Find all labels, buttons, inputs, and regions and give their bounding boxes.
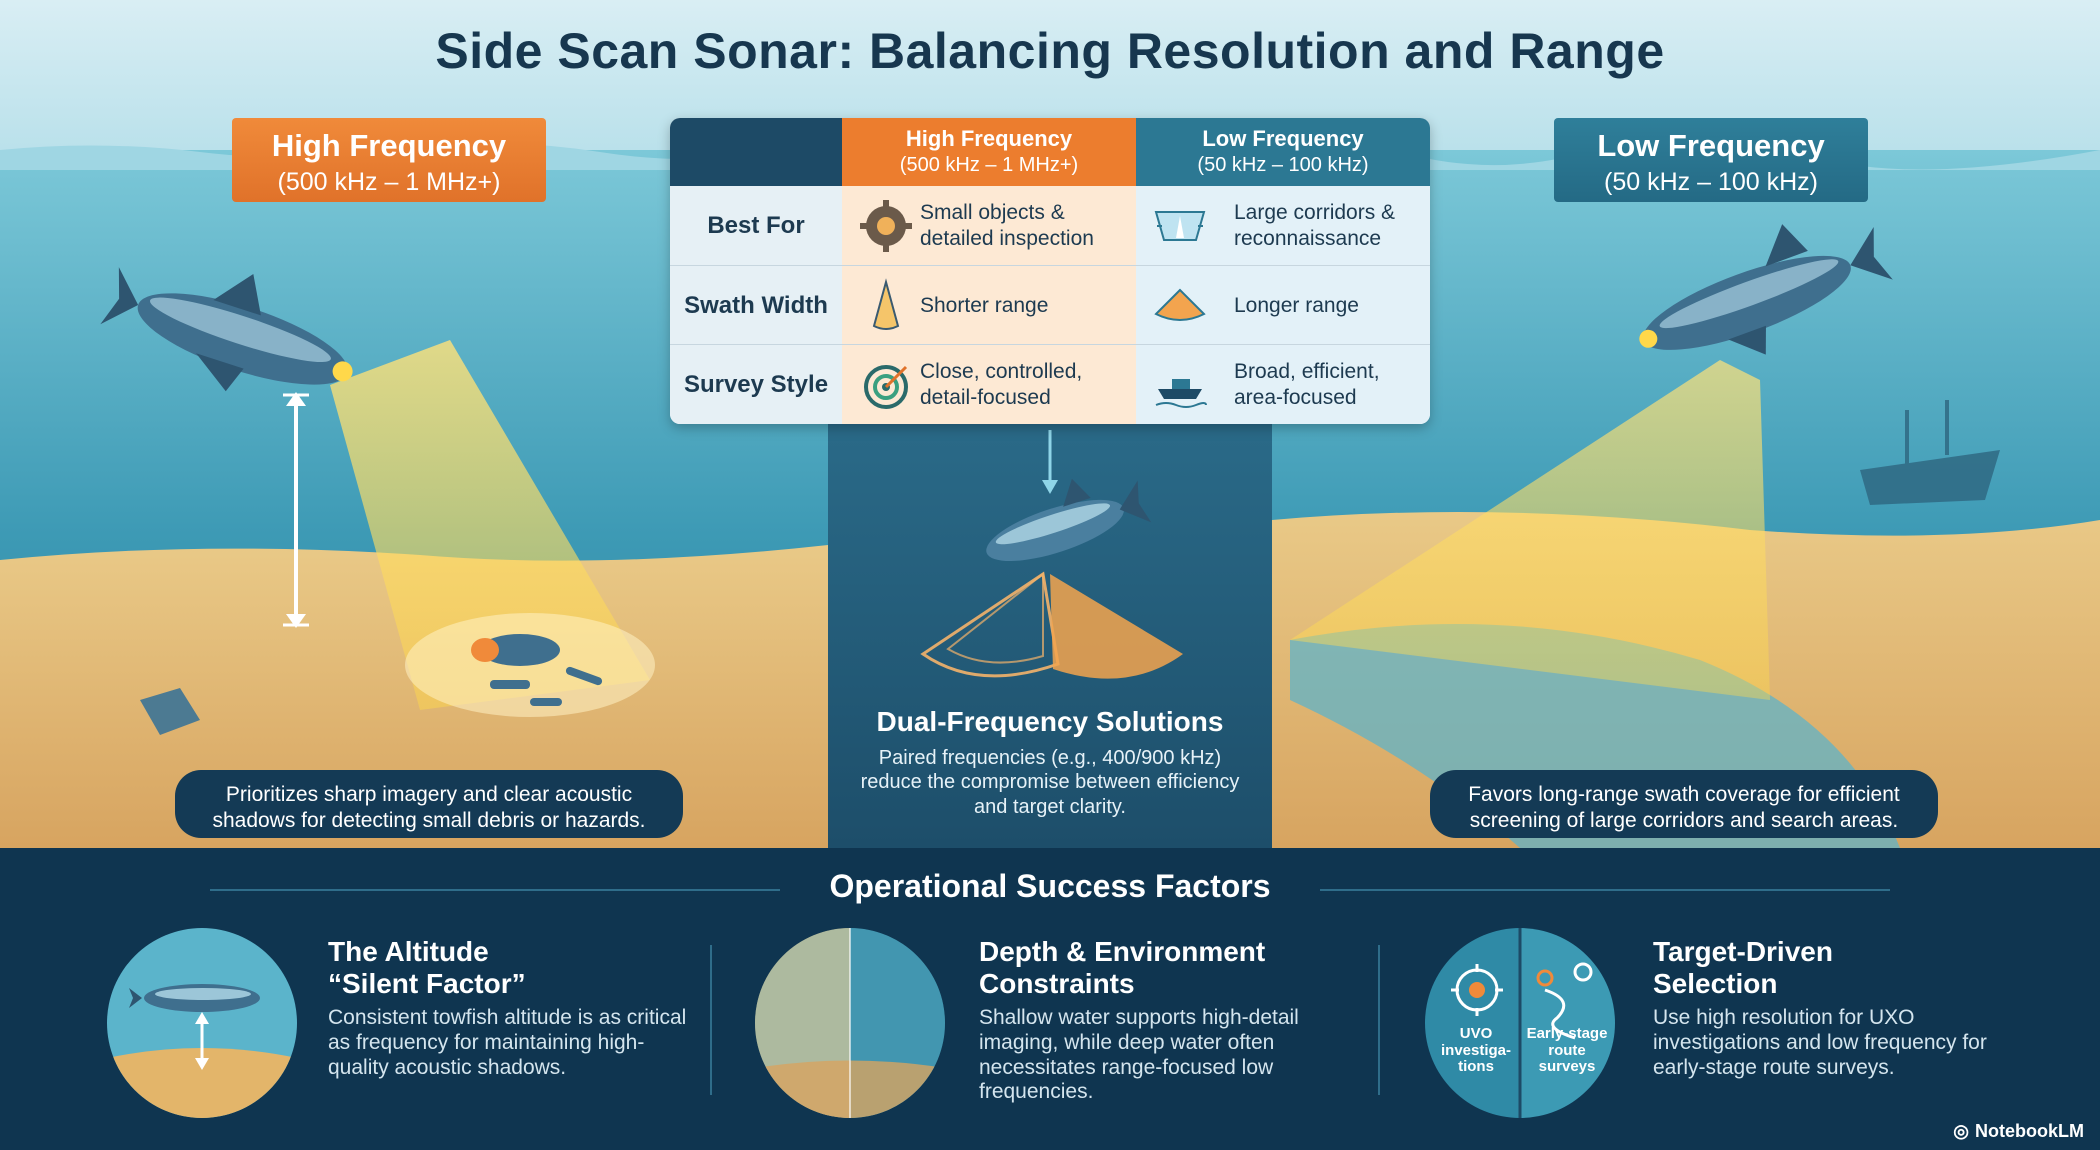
lf-survey-style: Broad, efficient, area-focused: [1234, 360, 1380, 409]
factor-1-title: The Altitude “Silent Factor”: [328, 936, 698, 1000]
table-lf-label: Low Frequency: [1202, 126, 1364, 151]
depth-environment-illustration: [755, 928, 945, 1118]
factor-3-title-line2: Selection: [1653, 968, 1778, 1000]
low-frequency-tag: Low Frequency (50 kHz – 100 kHz): [1554, 118, 1868, 202]
factor-1-title-line2: “Silent Factor”: [328, 968, 526, 1000]
factor-3-title-line1: Target-Driven: [1653, 936, 1833, 967]
corridor-icon: [1154, 211, 1206, 241]
narrow-beam-icon: [872, 278, 900, 330]
table-lf-range: (50 kHz – 100 kHz): [1197, 154, 1369, 176]
target-driven-illustration: [1425, 928, 1615, 1118]
factor-1-text: Consistent towfish altitude is as critic…: [328, 1006, 687, 1079]
divider-line-right: [1320, 889, 1890, 891]
hf-best-for: Small objects & detailed inspection: [920, 201, 1094, 250]
factor-2-text: Shallow water supports high-detail imagi…: [979, 1006, 1299, 1104]
dual-frequency-title: Dual-Frequency Solutions: [876, 706, 1224, 737]
row-label-best-for: Best For: [707, 211, 805, 239]
row-label-swath-width: Swath Width: [684, 291, 828, 319]
early-stage-route-label: Early-stage route surveys: [1526, 1025, 1608, 1075]
factor-divider-2: [1378, 945, 1380, 1095]
hf-tag-label: High Frequency: [271, 128, 507, 163]
hf-survey-style: Close, controlled, detail-focused: [920, 360, 1083, 409]
factor-2-title: Depth & Environment Constraints: [979, 936, 1349, 1000]
uvo-investigations-label: UVO investiga-tions: [1440, 1025, 1512, 1075]
notebooklm-brand: ◎NotebookLM: [1953, 1121, 2084, 1142]
target-icon: [864, 365, 908, 409]
operational-factors-section: [0, 848, 2100, 1150]
hf-swath-width: Shorter range: [920, 293, 1049, 317]
table-row-survey-style: Survey Style Close, controlled, detail-f…: [670, 344, 1430, 424]
table-header-low-frequency: Low Frequency (50 kHz – 100 kHz): [1136, 118, 1430, 186]
factor-3-title: Target-Driven Selection: [1653, 936, 2033, 1000]
row-label-survey-style: Survey Style: [683, 370, 829, 398]
table-hf-range: (500 kHz – 1 MHz+): [899, 154, 1079, 176]
factor-2-title-line1: Depth & Environment: [979, 936, 1266, 967]
factor-divider-1: [710, 945, 712, 1095]
hf-tag-range: (500 kHz – 1 MHz+): [277, 168, 501, 196]
dual-frequency-text: Paired frequencies (e.g., 400/900 kHz) r…: [860, 747, 1240, 818]
high-frequency-tag: High Frequency (500 kHz – 1 MHz+): [232, 118, 546, 202]
page-title: Side Scan Sonar: Balancing Resolution an…: [435, 23, 1665, 79]
factor-3-text: Use high resolution for UXO investigatio…: [1653, 1006, 1987, 1079]
lf-swath-width: Longer range: [1234, 293, 1359, 317]
lf-best-for: Large corridors & reconnaissance: [1234, 201, 1396, 250]
table-row-swath-width: Swath Width Shorter range Longer range: [670, 265, 1430, 345]
brand-text: NotebookLM: [1975, 1121, 2084, 1141]
table-header-high-frequency: High Frequency (500 kHz – 1 MHz+): [842, 118, 1136, 186]
dual-frequency-auv-illustration: [920, 430, 1183, 679]
lf-tag-range: (50 kHz – 100 kHz): [1604, 168, 1818, 196]
wide-beam-icon: [1154, 288, 1206, 321]
boat-icon: [1155, 379, 1207, 408]
lf-tag-label: Low Frequency: [1597, 128, 1825, 163]
comparison-table: High Frequency (500 kHz – 1 MHz+) Low Fr…: [670, 118, 1430, 424]
gear-icon: [860, 200, 912, 252]
altitude-illustration: [107, 928, 297, 1118]
factor-1-title-line1: The Altitude: [328, 936, 489, 967]
operational-factors-title: Operational Success Factors: [829, 868, 1271, 904]
table-row-best-for: Best For Small objects & detailed inspec…: [670, 186, 1430, 265]
divider-line-left: [210, 889, 780, 891]
factor-2-title-line2: Constraints: [979, 968, 1135, 1000]
table-corner-header: [670, 118, 842, 186]
table-hf-label: High Frequency: [905, 126, 1073, 151]
low-frequency-caption: Favors long-range swath coverage for eff…: [1430, 770, 1938, 838]
dual-frequency-panel: [828, 424, 1272, 848]
high-frequency-caption: Prioritizes sharp imagery and clear acou…: [175, 770, 683, 838]
brand-logo-icon: ◎: [1953, 1121, 1970, 1141]
